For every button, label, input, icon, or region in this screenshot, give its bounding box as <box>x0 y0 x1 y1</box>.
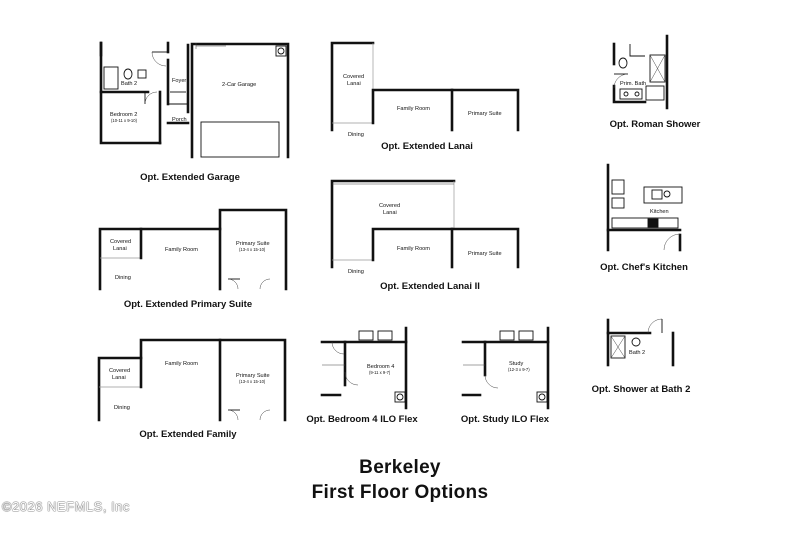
plan-caption: Opt. Roman Shower <box>610 119 701 130</box>
room-label: Bath 2 <box>629 350 645 356</box>
room-label: Lanai <box>347 81 361 87</box>
room-label: Primary Suite <box>468 251 502 257</box>
room-label: Lanai <box>113 246 127 252</box>
room-label: Dining <box>114 405 130 411</box>
plan-caption: Opt. Extended Primary Suite <box>124 299 252 310</box>
room-dimensions: (12-3 x 9-7) <box>508 367 530 372</box>
room-label: Family Room <box>397 246 430 252</box>
room-label: Dining <box>348 132 364 138</box>
room-label: Bedroom 4 <box>367 364 394 370</box>
room-label: Covered <box>343 74 364 80</box>
plan-extended-lanai-2: Covered Lanai Family Room Primary Suite … <box>330 179 520 292</box>
room-dimensions: (9-11 x 9-7) <box>369 370 391 375</box>
sheet-title: Berkeley First Floor Options <box>0 455 800 505</box>
room-dimensions: (10-11 x 9-10) <box>111 118 138 123</box>
room-label: Bath 2 <box>121 81 137 87</box>
plan-caption: Opt. Extended Family <box>139 429 237 440</box>
room-label: Primary Suite <box>236 241 270 247</box>
room-label: Bedroom 2 <box>110 112 137 118</box>
plan-study-ilo-flex: Study (12-3 x 9-7) Opt. Study ILO Flex <box>461 326 550 425</box>
room-label: Porch <box>172 117 187 123</box>
room-label: Lanai <box>383 210 397 216</box>
plan-caption: Opt. Extended Lanai <box>381 141 473 152</box>
room-label: Covered <box>109 368 130 374</box>
sheet-title-subtitle: First Floor Options <box>311 482 489 503</box>
plan-caption: Opt. Extended Lanai II <box>380 281 480 292</box>
room-label: Foyer <box>172 78 186 84</box>
room-dimensions: (13-4 x 15-10) <box>239 247 266 252</box>
room-label: Family Room <box>397 106 430 112</box>
room-label: 2-Car Garage <box>222 82 256 88</box>
room-label: Primary Suite <box>236 373 270 379</box>
room-label: Covered <box>110 239 131 245</box>
plan-roman-shower: Prim. Bath Opt. Roman Shower <box>610 34 701 130</box>
room-label: Prim. Bath <box>620 81 646 87</box>
room-label: Primary Suite <box>468 111 502 117</box>
plan-extended-primary-suite: Covered Lanai Family Room Primary Suite … <box>98 208 288 310</box>
plan-caption: Opt. Bedroom 4 ILO Flex <box>306 414 418 425</box>
room-label: Lanai <box>112 375 126 381</box>
plan-extended-lanai: Covered Lanai Family Room Primary Suite … <box>330 41 520 152</box>
room-label: Dining <box>348 269 364 275</box>
plan-extended-garage: Bath 2 Foyer 2-Car Garage Bedroom 2 Porc… <box>99 41 290 183</box>
sheet-title-model: Berkeley <box>359 457 441 478</box>
room-label: Kitchen <box>650 209 669 215</box>
watermark: ©2026 NEFMLS, Inc <box>2 499 130 514</box>
plan-extended-family: Covered Lanai Family Room Primary Suite … <box>97 338 287 440</box>
room-dimensions: (13-4 x 15-10) <box>239 379 266 384</box>
plan-caption: Opt. Chef's Kitchen <box>600 262 688 273</box>
plan-caption: Opt. Study ILO Flex <box>461 414 550 425</box>
room-label: Family Room <box>165 247 198 253</box>
plan-bedroom4-ilo-flex: Bedroom 4 (9-11 x 9-7) Opt. Bedroom 4 IL… <box>306 326 418 425</box>
room-label: Dining <box>115 275 131 281</box>
room-label: Study <box>509 361 524 367</box>
room-label: Covered <box>379 203 400 209</box>
plan-caption: Opt. Shower at Bath 2 <box>592 384 691 395</box>
plan-shower-bath2: Bath 2 Opt. Shower at Bath 2 <box>592 318 691 395</box>
plan-chefs-kitchen: Kitchen Opt. Chef's Kitchen <box>600 163 688 273</box>
room-label: Family Room <box>165 361 198 367</box>
plan-caption: Opt. Extended Garage <box>140 172 240 183</box>
